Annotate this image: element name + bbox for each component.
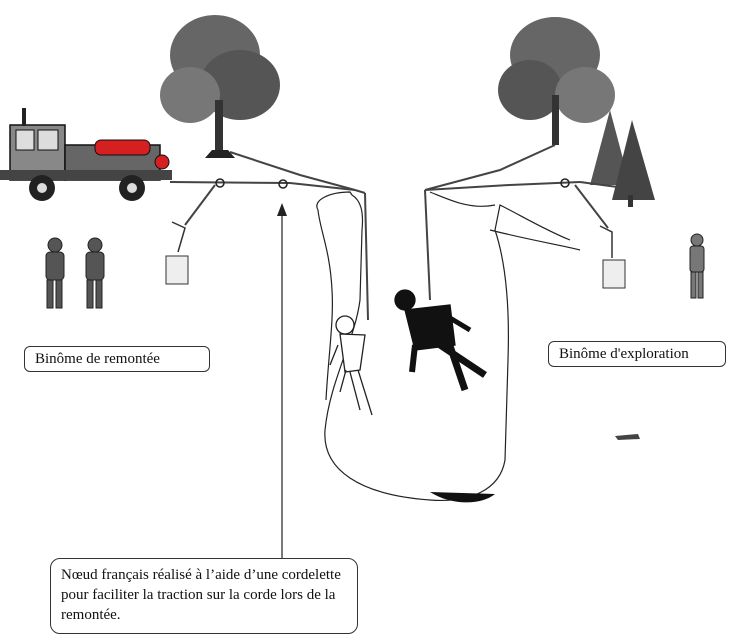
cave-bottom-shadow xyxy=(430,492,495,503)
rescuer-person-icon xyxy=(45,237,65,309)
rescuer-person-icon xyxy=(689,233,705,299)
victim-figure xyxy=(329,315,373,416)
label-binome-remontee: Binôme de remontée xyxy=(24,346,210,372)
rock-fragment xyxy=(615,434,640,440)
rescuer-hanging-figure xyxy=(394,289,487,392)
rescuer-person-icon xyxy=(85,237,105,309)
rope xyxy=(169,144,626,321)
label-noeud-francais: Nœud français réalisé à l’aide d’une cor… xyxy=(50,558,358,634)
anchor-stake xyxy=(599,225,626,289)
tree-icon xyxy=(160,15,280,158)
pointer-arrow xyxy=(277,203,287,560)
label-binome-exploration: Binôme d'exploration xyxy=(548,341,726,367)
cave-shaft xyxy=(316,191,581,502)
tree-icon xyxy=(498,17,655,207)
rescue-truck-icon xyxy=(0,108,172,201)
anchor-stake xyxy=(165,221,189,285)
